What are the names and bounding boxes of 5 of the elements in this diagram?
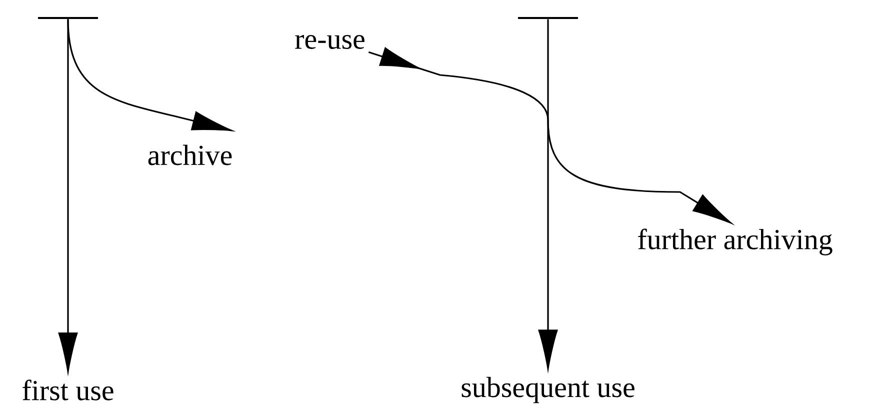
text-label: archive <box>148 144 232 166</box>
text-label: re-use <box>295 35 364 49</box>
text-label: first use <box>22 380 114 400</box>
text-label: subsequent use <box>462 376 634 404</box>
text-label: further archiving <box>638 228 832 256</box>
